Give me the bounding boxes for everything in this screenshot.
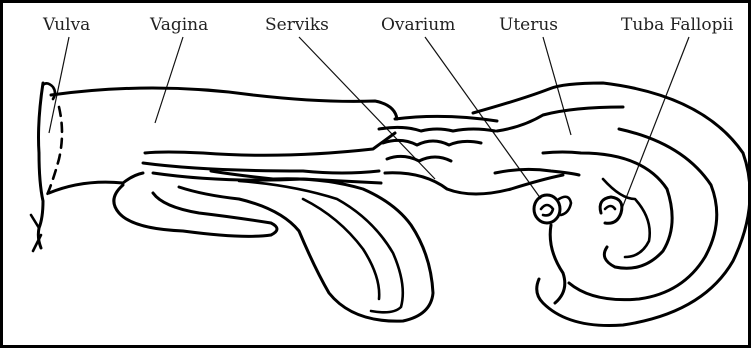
leader-vagina (155, 37, 183, 123)
uterus-shape (473, 83, 750, 326)
vulva-shape (31, 83, 62, 251)
label-tuba-fallopii: Tuba Fallopii (621, 15, 734, 35)
label-ovarium: Ovarium (381, 15, 455, 35)
label-vagina: Vagina (149, 15, 208, 35)
serviks-shape (379, 116, 563, 194)
ovarium-shape (534, 195, 571, 303)
label-serviks: Serviks (265, 15, 329, 35)
label-uterus: Uterus (499, 15, 558, 35)
leader-tuba-fallopii (621, 37, 689, 211)
lower-loops-shape (114, 171, 433, 321)
label-vulva: Vulva (42, 15, 90, 35)
vagina-shape (49, 88, 397, 193)
tuba-fallopii-shape (600, 197, 622, 223)
reproductive-diagram: Vulva Vagina Serviks Ovarium Uterus Tuba… (3, 3, 751, 351)
